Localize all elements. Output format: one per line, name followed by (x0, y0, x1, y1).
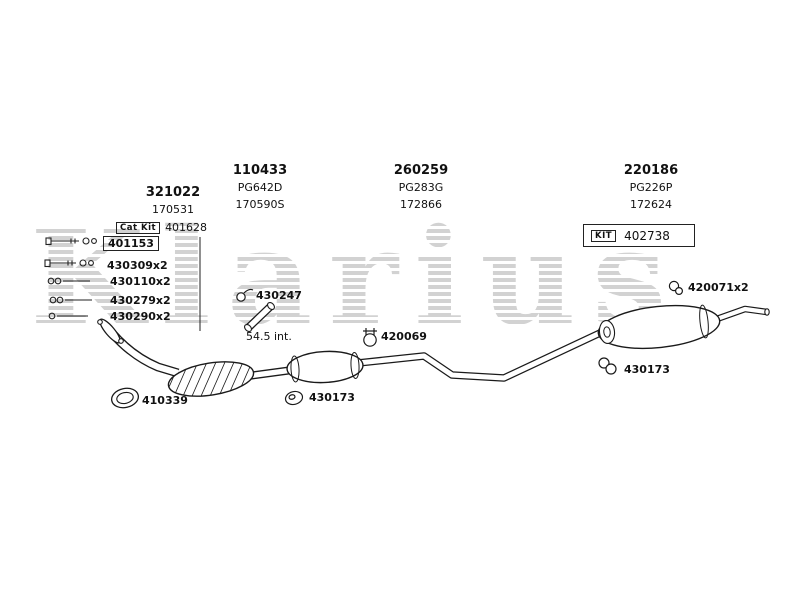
cat-kit-number: 401628 (165, 221, 208, 234)
hardware-item: 430110x2 (110, 275, 171, 288)
hanger-icon-rear (668, 280, 683, 296)
part-ref: PG226P (629, 181, 673, 194)
callout-clamp: 420069 (381, 330, 427, 343)
hardware-item: 430309x2 (107, 259, 168, 272)
callout-rear-hanger: 420071x2 (688, 281, 749, 294)
washer-bolt-icon (49, 296, 92, 304)
hardware-item: 401153 (103, 236, 159, 251)
hardware-icons (44, 237, 97, 320)
part-ref: 172624 (630, 198, 672, 211)
hanger-icon-front (236, 288, 254, 302)
part-code-group1: 321022 (145, 185, 201, 200)
rear-kit-number: 402738 (624, 228, 670, 243)
callout-gasket: 410339 (142, 394, 188, 407)
cat-kit-tag: Cat Kit (116, 221, 161, 234)
watermark-stripes (25, 222, 685, 334)
middle-silencer (286, 350, 364, 384)
washer-bolt-icon (47, 277, 90, 285)
part-ref: PG642D (237, 181, 283, 194)
rear-kit-tag: KIT (591, 229, 617, 242)
tailpipe (712, 305, 770, 324)
callout-front-hanger: 430247 (256, 289, 302, 302)
part-ref: 170590S (235, 198, 285, 211)
callout-mid-mount: 430173 (309, 391, 355, 404)
bolt-icon (44, 259, 94, 268)
washer-bolt-icon (48, 312, 88, 320)
rear-silencer (597, 304, 721, 350)
part-ref: PG283G (398, 181, 444, 194)
callout-pipe-note: 54.5 int. (246, 330, 292, 343)
spare-pipe-section (243, 301, 276, 333)
callout-rear-mount: 430173 (624, 363, 670, 376)
gasket-ring-icon (110, 387, 140, 409)
clamp-icon (363, 328, 377, 347)
part-ref: 172866 (400, 198, 442, 211)
mount-icon-rear (598, 357, 617, 375)
bolt-icon (45, 237, 97, 246)
part-code-group4: 220186 (623, 163, 679, 178)
part-code-group3: 260259 (393, 163, 449, 178)
hardware-item: 430279x2 (110, 294, 171, 307)
cat-kit-row: Cat Kit 401628 (116, 221, 207, 234)
rear-kit-box: KIT 402738 (583, 224, 695, 247)
flange-icon (97, 318, 124, 344)
hardware-item: 430290x2 (110, 310, 171, 323)
mount-icon-mid (284, 390, 304, 406)
intermediate-pipe (357, 329, 602, 382)
part-ref: 170531 (152, 203, 194, 216)
part-code-group2: 110433 (232, 163, 288, 178)
